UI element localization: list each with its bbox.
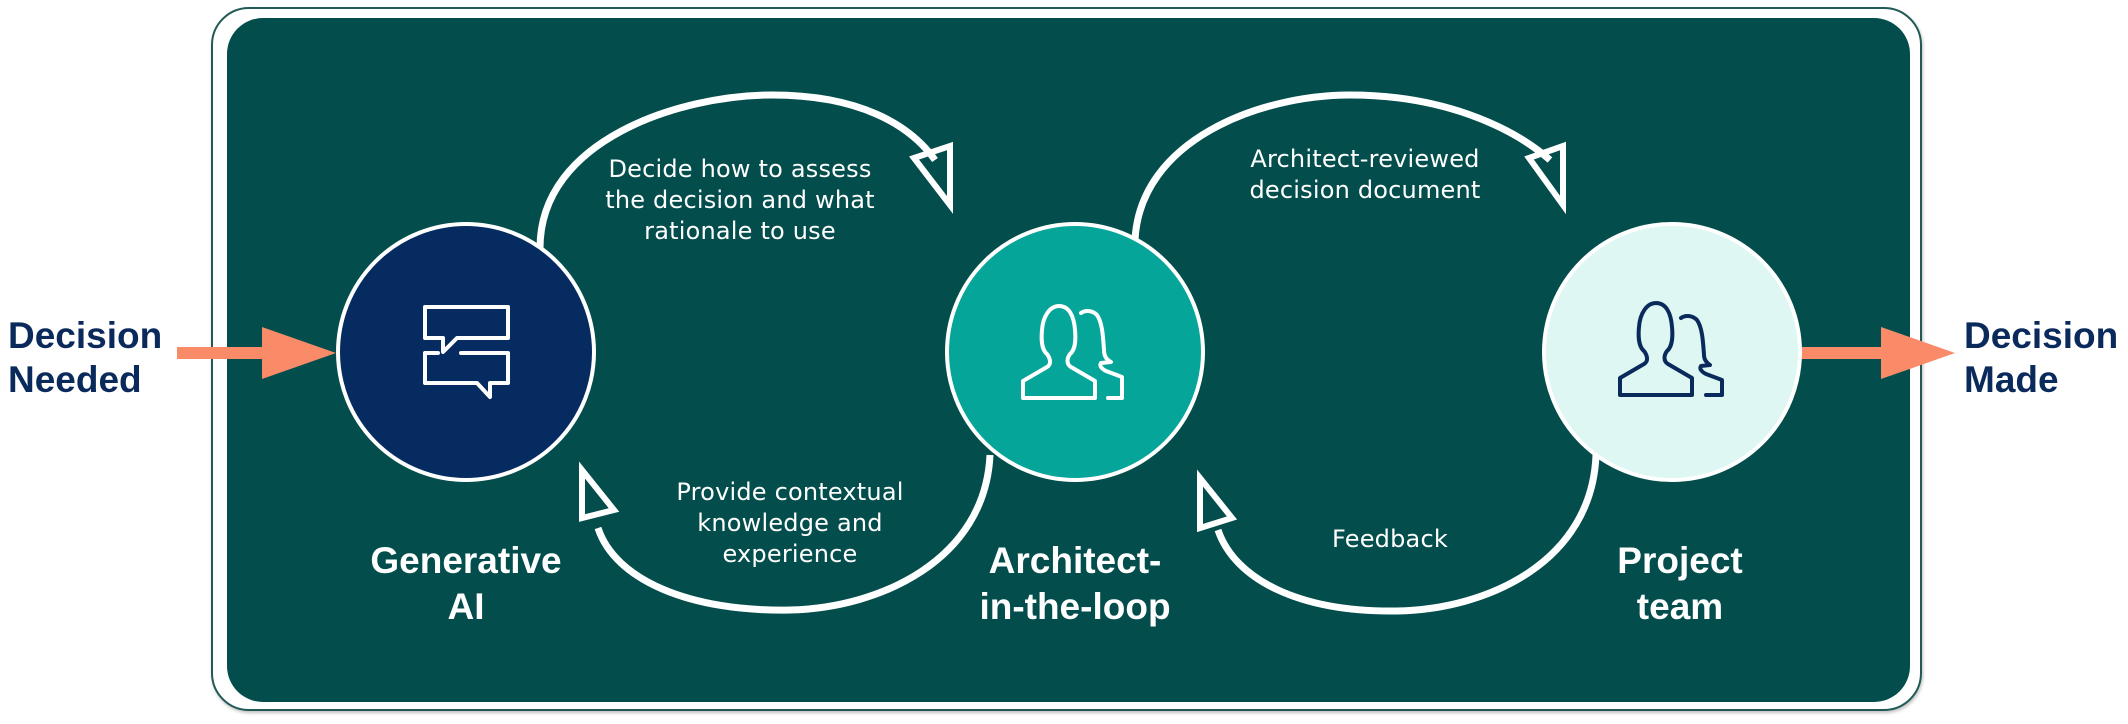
flow-label-ai-to-architect: Decide how to assess the decision and wh… [590, 154, 890, 247]
input-label-line1: Decision [8, 315, 163, 356]
output-label-line1: Decision [1964, 315, 2119, 356]
flow-label-architect-to-team: Architect-reviewed decision document [1215, 144, 1515, 206]
node-label-line1: Project [1617, 540, 1743, 581]
people-icon [1618, 301, 1724, 397]
node-label-line1: Generative [370, 540, 562, 581]
flow-label-line: experience [722, 540, 858, 568]
flow-label-team-to-architect: Feedback [1300, 524, 1480, 555]
node-architect-in-the-loop [945, 222, 1205, 482]
node-project-team [1542, 222, 1802, 482]
flow-label-line: rationale to use [644, 217, 836, 245]
output-label-line2: Made [1964, 359, 2059, 400]
flow-label-architect-to-ai: Provide contextual knowledge and experie… [640, 477, 940, 570]
input-label: Decision Needed [8, 314, 162, 402]
flow-arrow-architect-to-team [1131, 91, 1566, 241]
flow-label-line: decision document [1249, 176, 1481, 204]
node-label-line2: team [1636, 586, 1724, 627]
input-label-line2: Needed [8, 359, 142, 400]
flow-label-line: Feedback [1332, 525, 1448, 553]
node-label-project-team: Project team [1560, 538, 1800, 630]
flow-arrow-team-to-architect [1197, 454, 1600, 615]
flow-label-line: Decide how to assess [608, 155, 872, 183]
flow-label-line: Provide contextual [676, 478, 904, 506]
flow-arrow-architect-to-ai [579, 454, 994, 614]
people-icon [1021, 304, 1124, 400]
node-label-architect-in-the-loop: Architect- in-the-loop [945, 538, 1205, 630]
output-arrow [1798, 327, 1955, 379]
input-arrow [177, 327, 336, 379]
node-label-line1: Architect- [988, 540, 1162, 581]
flow-label-line: knowledge and [697, 509, 883, 537]
node-label-line2: in-the-loop [979, 586, 1171, 627]
output-label: Decision Made [1964, 314, 2118, 402]
flow-label-line: Architect-reviewed [1250, 145, 1480, 173]
node-label-line2: AI [447, 586, 485, 627]
node-generative-ai [336, 222, 596, 482]
flow-arrow-ai-to-architect [536, 91, 953, 249]
flow-label-line: the decision and what [605, 186, 875, 214]
node-label-generative-ai: Generative AI [346, 538, 586, 630]
chat-bubbles-icon [423, 305, 510, 399]
